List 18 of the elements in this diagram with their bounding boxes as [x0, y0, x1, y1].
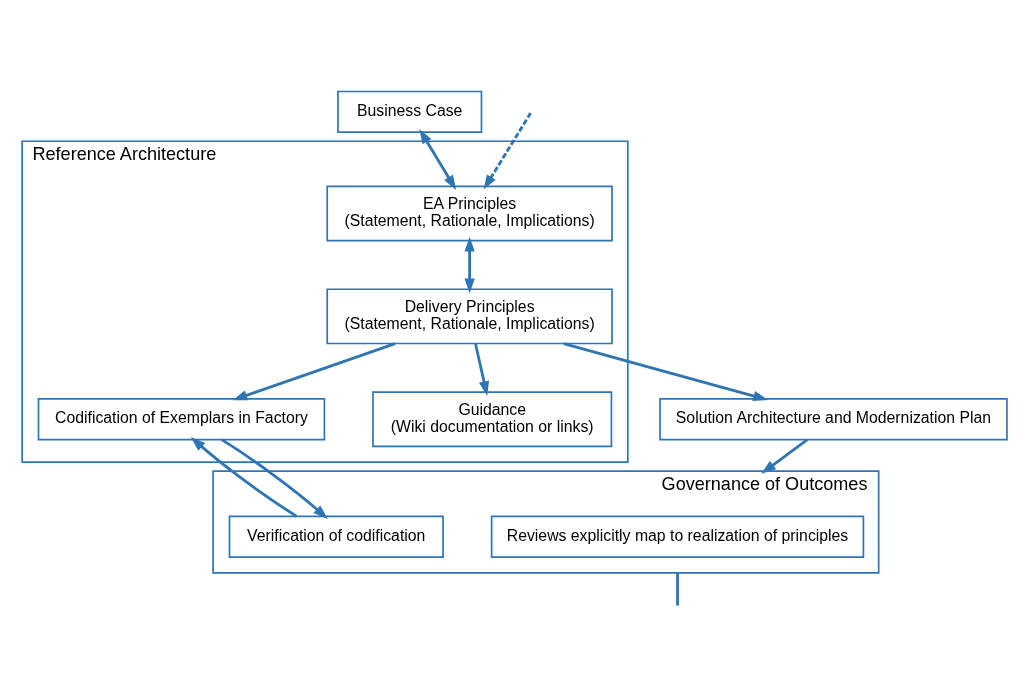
arrow — [419, 128, 457, 190]
node-box: Codification of Exemplars in Factory — [37, 397, 326, 440]
arrow — [483, 111, 532, 190]
arrow — [464, 236, 475, 293]
node-box: Delivery Principles (Statement, Rationale, Implications) — [326, 287, 613, 344]
connector — [676, 572, 679, 606]
arrow — [474, 343, 490, 396]
arrow — [563, 341, 768, 401]
node-box: Solution Architecture and Modernization Plan — [659, 397, 1008, 440]
arrow — [190, 436, 298, 518]
arrow — [232, 341, 396, 400]
node-box: Business Case — [337, 90, 483, 133]
node-box: EA Principles (Statement, Rationale, Implications) — [326, 185, 613, 242]
arrow — [220, 437, 328, 519]
node-box: Verification of codification — [228, 515, 444, 558]
node-box: Reviews explicitly map to realization of principles — [490, 515, 865, 558]
arrow — [761, 438, 809, 474]
node-box: Guidance (Wiki documentation or links) — [372, 390, 613, 447]
